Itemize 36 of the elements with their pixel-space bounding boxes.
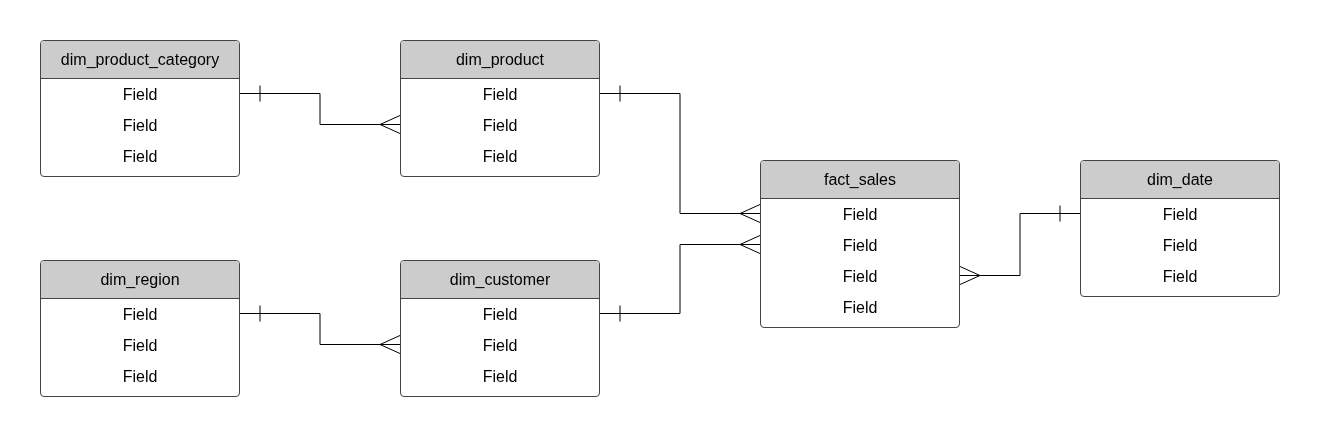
field-name: Field <box>481 367 519 387</box>
field-name: Field <box>121 85 159 105</box>
entity-table <box>1080 160 1280 297</box>
table-name: dim_product <box>401 41 599 79</box>
relationship-line <box>599 85 761 223</box>
field-name: Field <box>121 336 159 356</box>
field-name: Field <box>1161 267 1199 287</box>
field-name: Field <box>841 205 879 225</box>
field-name: Field <box>841 267 879 287</box>
entity-table <box>760 160 960 328</box>
field-name: Field <box>841 236 879 256</box>
field-name: Field <box>121 305 159 325</box>
table-name: dim_date <box>1081 161 1279 199</box>
table-name: dim_region <box>41 261 239 299</box>
field-name: Field <box>121 116 159 136</box>
field-name: Field <box>481 147 519 167</box>
field-name: Field <box>841 298 879 318</box>
table-name: dim_product_category <box>41 41 239 79</box>
entity-table <box>400 260 600 397</box>
relationship-line <box>239 85 401 134</box>
field-name: Field <box>481 85 519 105</box>
field-name: Field <box>481 116 519 136</box>
relationship-line <box>959 205 1081 285</box>
relationship-line <box>599 235 761 322</box>
relationship-line <box>239 305 401 354</box>
field-name: Field <box>1161 205 1199 225</box>
table-name: dim_customer <box>401 261 599 299</box>
field-name: Field <box>121 367 159 387</box>
entity-table <box>40 260 240 397</box>
field-name: Field <box>481 305 519 325</box>
field-name: Field <box>121 147 159 167</box>
entity-table <box>40 40 240 177</box>
entity-table <box>400 40 600 177</box>
field-name: Field <box>481 336 519 356</box>
table-name: fact_sales <box>761 161 959 199</box>
field-name: Field <box>1161 236 1199 256</box>
